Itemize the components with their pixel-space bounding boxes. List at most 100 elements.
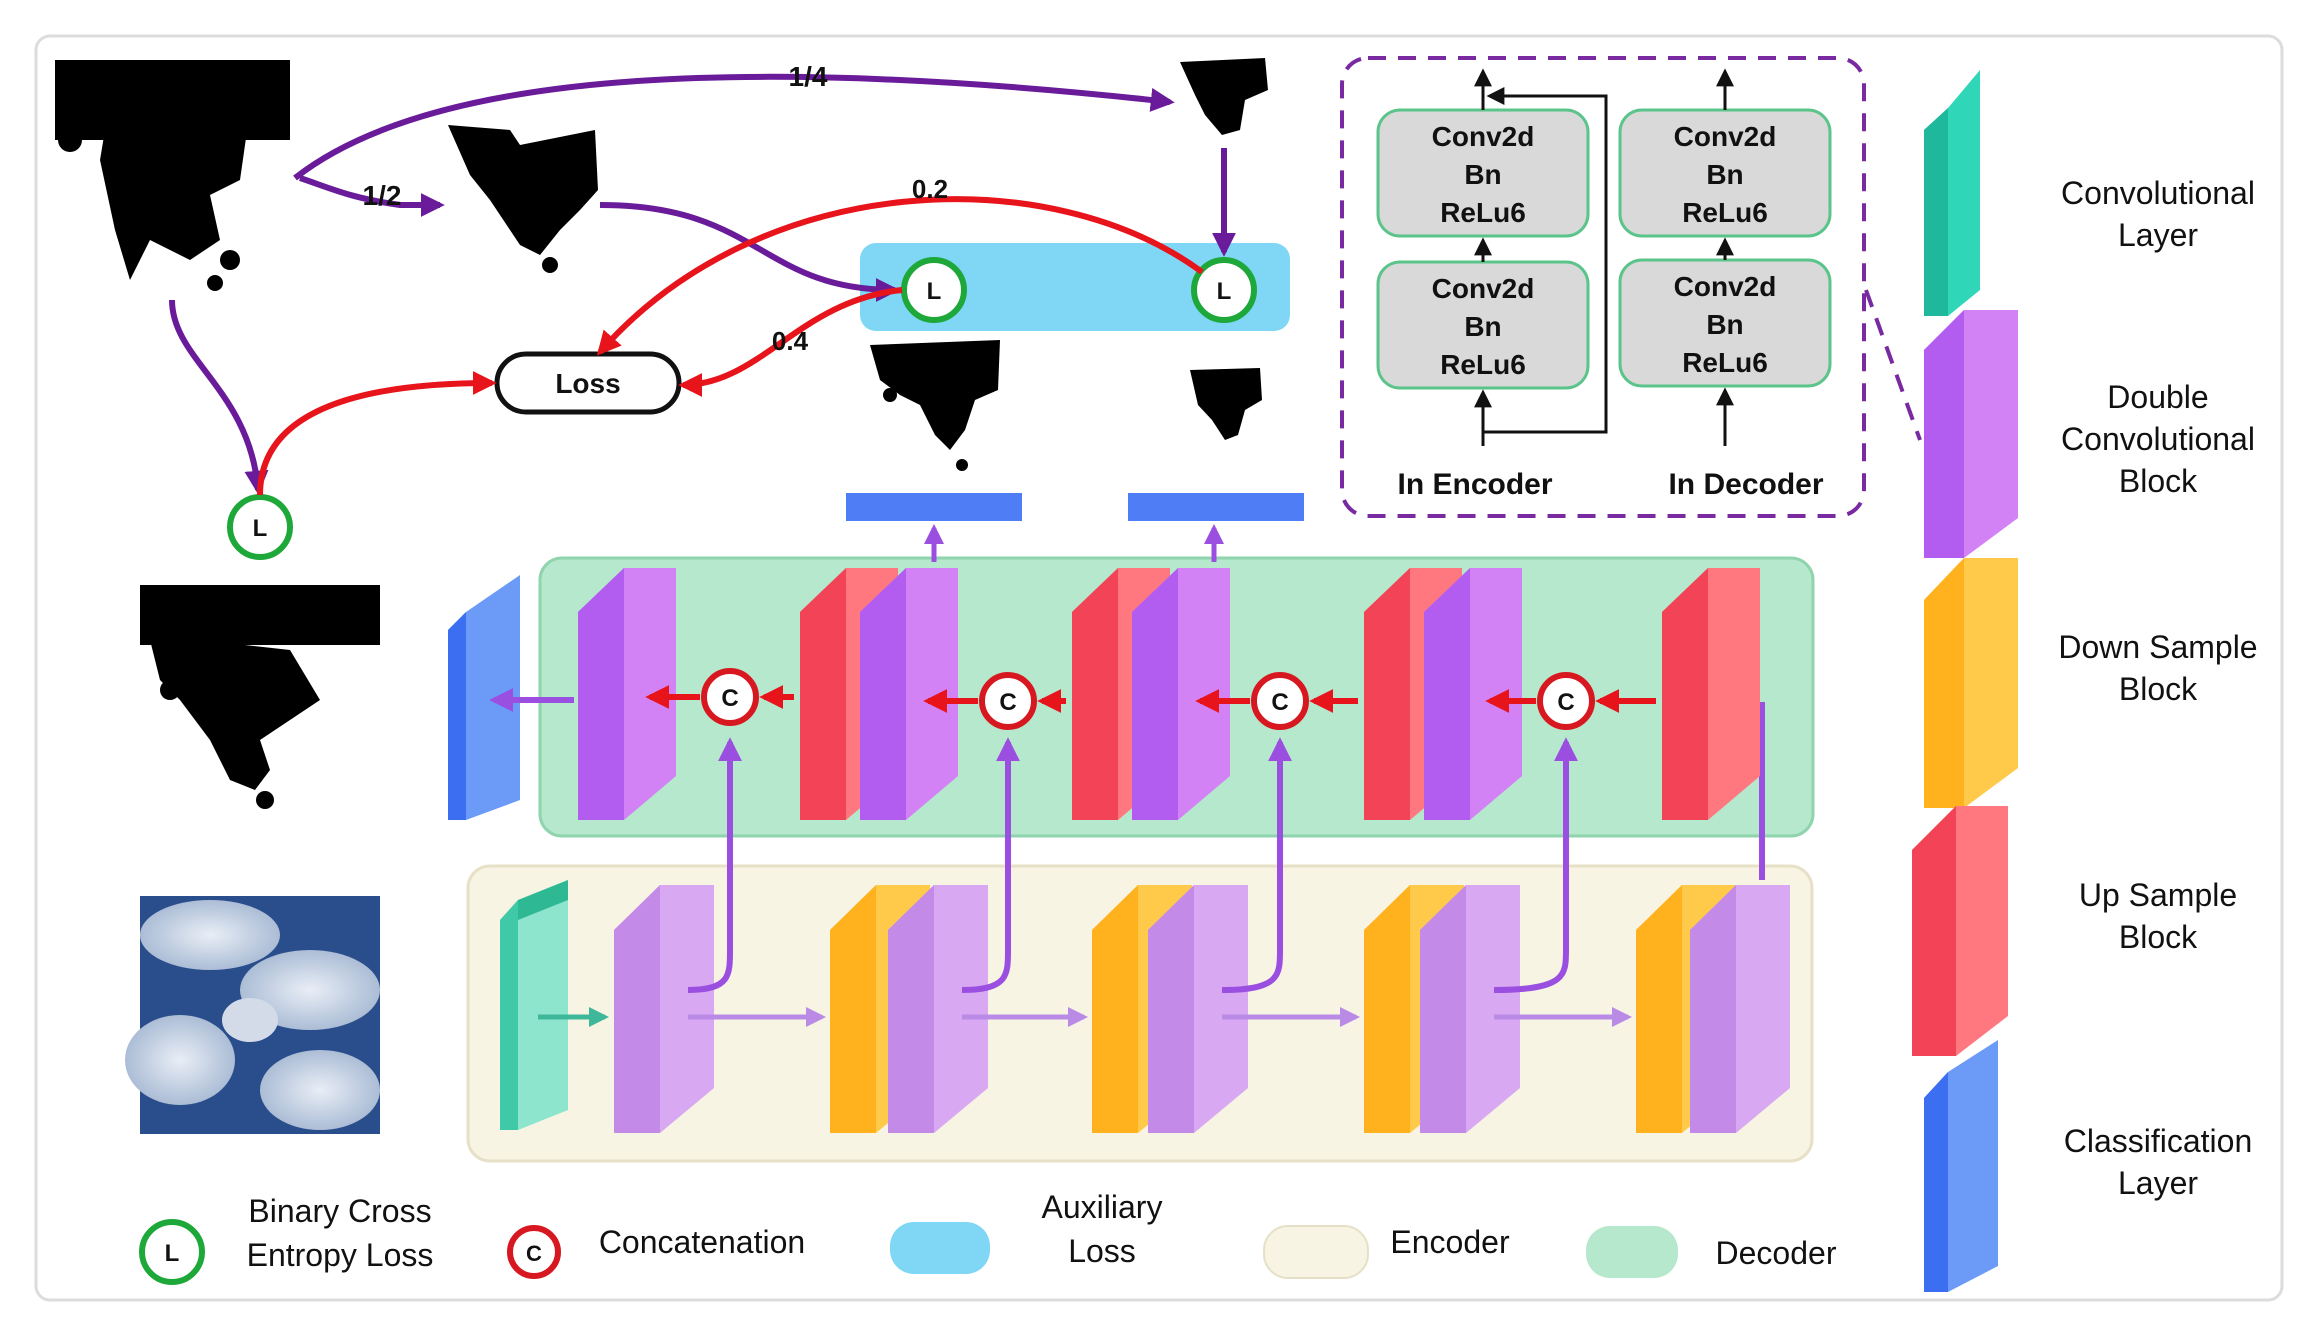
arrow-full-to-main-L	[169, 299, 269, 495]
inset-encoder-top-block: Conv2d Bn ReLu6	[1376, 108, 1590, 238]
weight-02-label: 0.2	[912, 174, 948, 204]
classification-layer	[448, 575, 520, 820]
concat-node-2: C	[979, 672, 1037, 730]
legend-cls-text-1: Classification	[2064, 1123, 2253, 1159]
inset-encoder-caption: In Encoder	[1397, 468, 1552, 501]
legend-aux-text-1: Auxiliary	[1042, 1189, 1163, 1225]
conv-label: Conv2d	[1674, 271, 1777, 302]
bce-loss-letter: L	[1217, 278, 1232, 305]
aux-output-bar-2	[1128, 493, 1304, 521]
legend-double-text-2: Convolutional	[2061, 421, 2255, 457]
loss-node: Loss	[494, 351, 682, 415]
legend-conv-text-1: Convolutional	[2061, 175, 2255, 211]
encoder-double-conv-2	[888, 885, 988, 1133]
legend-double-text-3: Block	[2119, 463, 2198, 499]
bce-loss-letter: L	[253, 515, 268, 542]
encoder-double-conv-3	[1148, 885, 1248, 1133]
bce-loss-letter: L	[165, 1240, 180, 1267]
skip-2	[961, 737, 1020, 993]
bn-label: Bn	[1464, 159, 1501, 190]
bce-loss-aux-2: L	[1191, 257, 1257, 323]
legend-concat-text: Concatenation	[599, 1224, 805, 1260]
relu-label: ReLu6	[1682, 347, 1768, 378]
encoder-double-conv-1	[614, 885, 714, 1133]
inset-decoder-caption: In Decoder	[1668, 468, 1823, 501]
skip-4	[1493, 737, 1578, 993]
decoder-double-conv-1	[578, 568, 676, 820]
arrow-full-to-half	[299, 175, 445, 217]
concat-letter: C	[999, 689, 1016, 716]
legend-aux-text-2: Loss	[1068, 1233, 1136, 1269]
decoder-double-conv-4	[1424, 568, 1522, 820]
relu-label: ReLu6	[1440, 349, 1526, 380]
legend-bce-text-1: Binary Cross	[248, 1193, 431, 1229]
scale-quarter-label: 1/4	[789, 61, 828, 92]
decoder-double-conv-3	[1132, 568, 1230, 820]
concat-node-1: C	[701, 668, 759, 726]
mask-decoder-out-1	[870, 340, 1000, 471]
legend-aux-swatch	[890, 1222, 990, 1274]
legend-bce-symbol: L	[139, 1219, 205, 1285]
conv-label: Conv2d	[1432, 121, 1535, 152]
inset-decoder-top-block: Conv2d Bn ReLu6	[1618, 108, 1832, 238]
inset-enc-residual	[1483, 87, 1608, 434]
concat-letter: C	[526, 1241, 542, 1266]
mask-half	[448, 125, 598, 273]
bce-loss-letter: L	[927, 278, 942, 305]
conv-label: Conv2d	[1674, 121, 1777, 152]
mask-decoder-out-2	[1190, 368, 1262, 440]
legend-conv-swatch	[1924, 70, 1980, 316]
conv-label: Conv2d	[1432, 273, 1535, 304]
skip-1	[687, 737, 742, 993]
legend-up-swatch	[1912, 806, 2008, 1056]
legend-encoder-text: Encoder	[1390, 1224, 1510, 1260]
skip-3	[1221, 737, 1292, 993]
relu-label: ReLu6	[1440, 197, 1526, 228]
legend-down-swatch	[1924, 558, 2018, 808]
inset-decoder-bottom-block: Conv2d Bn ReLu6	[1618, 258, 1832, 388]
bn-label: Bn	[1464, 311, 1501, 342]
concat-node-4: C	[1537, 672, 1595, 730]
arrow-auxL2-to-loss	[596, 196, 1204, 356]
arrow-auxL1-to-loss	[678, 287, 903, 397]
legend-down-text-2: Block	[2119, 671, 2198, 707]
mask-prediction	[140, 585, 380, 809]
auxiliary-loss-bar	[860, 243, 1290, 331]
bn-label: Bn	[1706, 309, 1743, 340]
inset-connector	[1864, 289, 1922, 441]
legend-decoder-swatch	[1586, 1226, 1678, 1278]
bce-loss-main: L	[227, 494, 293, 560]
legend-encoder-swatch	[1263, 1225, 1369, 1279]
legend-concat-symbol: C	[507, 1225, 561, 1279]
inset-encoder-bottom-block: Conv2d Bn ReLu6	[1376, 260, 1590, 390]
encoder-double-conv-5	[1690, 885, 1790, 1133]
bn-label: Bn	[1706, 159, 1743, 190]
legend-decoder-text: Decoder	[1716, 1235, 1837, 1271]
encoder-conv-layer	[500, 880, 568, 1130]
legend-bce-text-2: Entropy Loss	[247, 1237, 434, 1273]
scale-half-label: 1/2	[363, 180, 402, 211]
legend-up-text-2: Block	[2119, 919, 2198, 955]
decoder-up-sample-4	[1662, 568, 1760, 820]
bce-loss-aux-1: L	[901, 257, 967, 323]
arrow-full-to-quarter	[293, 73, 1175, 181]
concat-letter: C	[721, 685, 738, 712]
relu-label: ReLu6	[1682, 197, 1768, 228]
concat-node-3: C	[1251, 672, 1309, 730]
arrow-mainL-to-loss	[257, 371, 497, 496]
legend-double-text-1: Double	[2107, 379, 2208, 415]
weight-04-label: 0.4	[772, 326, 809, 356]
legend-down-text-1: Down Sample	[2058, 629, 2257, 665]
loss-label: Loss	[555, 368, 620, 399]
concat-letter: C	[1271, 689, 1288, 716]
input-cloud-image	[125, 896, 380, 1134]
legend-up-text-1: Up Sample	[2079, 877, 2237, 913]
mask-quarter-top	[1180, 58, 1268, 135]
legend-double-swatch	[1924, 310, 2018, 558]
concat-letter: C	[1557, 689, 1574, 716]
arrow-half-to-aux-L1	[599, 202, 900, 302]
encoder-double-conv-4	[1420, 885, 1520, 1133]
legend-cls-text-2: Layer	[2118, 1165, 2198, 1201]
